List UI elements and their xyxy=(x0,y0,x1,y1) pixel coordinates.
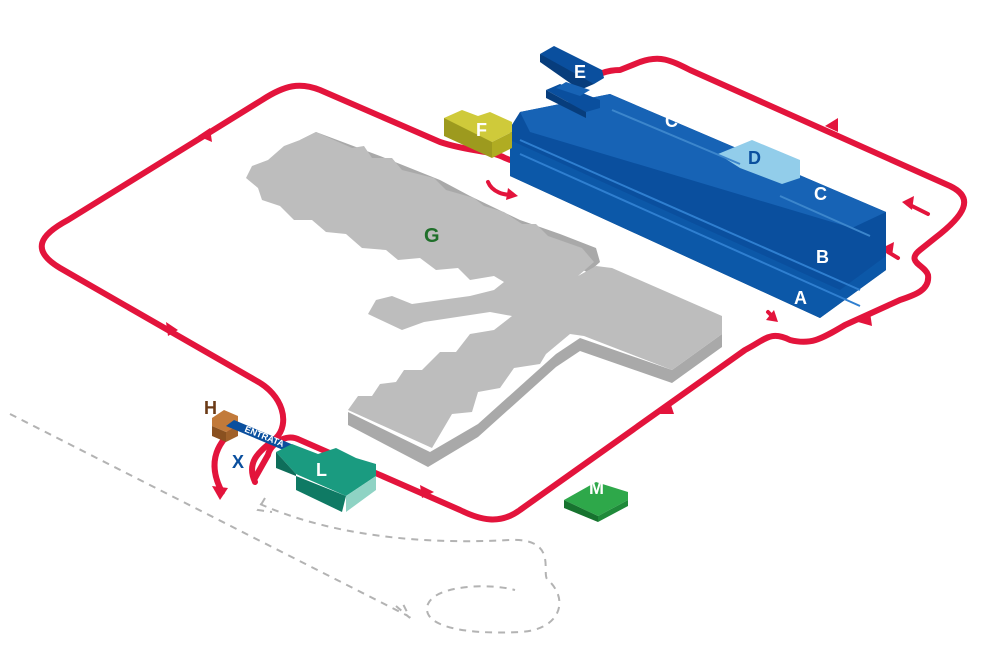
label-f: F xyxy=(476,120,487,140)
red-arrow-icon xyxy=(660,402,674,414)
small-arrows xyxy=(486,180,930,322)
red-arrow-icon xyxy=(198,128,212,142)
label-m: M xyxy=(589,478,604,498)
label-b: B xyxy=(816,247,829,267)
label-c-east: C xyxy=(814,184,827,204)
label-l: L xyxy=(316,460,327,480)
red-arrow-icon xyxy=(212,486,228,500)
label-x: X xyxy=(232,452,244,472)
red-arrow-icon xyxy=(420,485,434,498)
building-complex-abcd[interactable] xyxy=(510,94,886,318)
building-m[interactable] xyxy=(564,482,628,522)
building-g[interactable] xyxy=(246,132,722,467)
red-arrow-icon xyxy=(902,196,914,210)
red-arrow-icon xyxy=(506,188,518,200)
red-arrow-icon xyxy=(766,310,778,322)
red-arrow-icon xyxy=(858,312,872,326)
pedestrian-dashed-path xyxy=(9,413,561,634)
red-arrow-icon xyxy=(882,242,894,256)
label-c-west: C xyxy=(665,111,678,131)
route-arrows xyxy=(166,118,872,500)
building-f[interactable] xyxy=(444,110,512,158)
red-arrow-icon xyxy=(825,118,838,132)
map-labels: A B C C D E F G H L M X xyxy=(204,62,829,498)
red-arrow-icon xyxy=(166,322,178,336)
label-d: D xyxy=(748,148,761,168)
label-e: E xyxy=(574,62,586,82)
building-e[interactable] xyxy=(540,46,604,118)
label-h: H xyxy=(204,398,217,418)
building-l[interactable] xyxy=(276,444,376,512)
label-g: G xyxy=(424,225,440,247)
label-a: A xyxy=(794,288,807,308)
